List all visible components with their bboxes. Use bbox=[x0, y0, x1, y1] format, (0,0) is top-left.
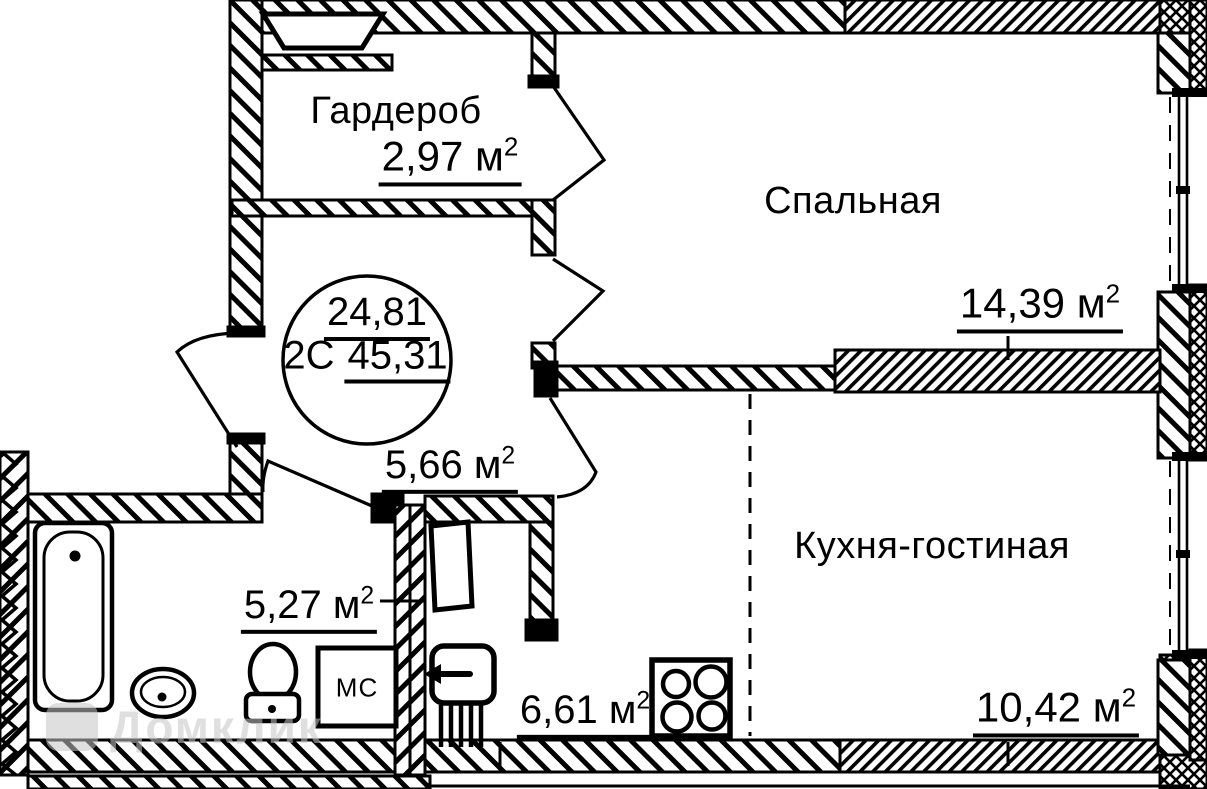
bedroom-kitchen-wall-thick bbox=[833, 348, 1162, 394]
bottom-wall-bath bbox=[26, 738, 422, 774]
pier-inner-mid bbox=[1156, 290, 1192, 460]
entry-cap-bottom bbox=[226, 432, 266, 445]
toilet-button bbox=[268, 705, 276, 713]
radiator-icon bbox=[438, 705, 484, 747]
stove-burners-icon bbox=[660, 668, 692, 700]
stamp-circle bbox=[281, 274, 453, 446]
sink-basin bbox=[139, 675, 187, 709]
window-cap bbox=[1172, 88, 1207, 97]
hall-kitchen-door-arc bbox=[548, 397, 598, 499]
window-cap bbox=[1172, 452, 1207, 461]
window-mullion bbox=[1176, 550, 1190, 558]
stamp-living-area: 24,81 bbox=[323, 290, 431, 341]
kitchen-fixtures bbox=[424, 643, 733, 747]
bathroom-area-label: 5,27 м2 bbox=[240, 583, 378, 635]
bedroom-kitchen-wall-thin bbox=[555, 364, 837, 392]
wall-break-line bbox=[0, 450, 19, 777]
washing-machine-label: МС bbox=[335, 672, 379, 703]
bottom-wall-kitchen bbox=[418, 738, 842, 774]
bathroom-fixtures bbox=[32, 520, 399, 729]
bedroom-divider-mid bbox=[530, 198, 557, 257]
bottom-wall-living bbox=[838, 738, 1162, 774]
stamp-total-value: 45,31 bbox=[344, 335, 451, 384]
vent-trapezoid bbox=[258, 11, 388, 51]
washing-machine-icon bbox=[315, 645, 399, 729]
pier-outer-bottom bbox=[1188, 648, 1207, 762]
bedroom-window bbox=[1169, 88, 1207, 293]
right-wall bbox=[1156, 0, 1207, 762]
alcove-wall-cap bbox=[524, 618, 559, 642]
bathroom-top-wall bbox=[26, 492, 264, 524]
bottom-edge-band bbox=[26, 774, 432, 789]
left-exterior-wall bbox=[0, 450, 30, 777]
wall-end-cap bbox=[533, 360, 559, 398]
stamp-type-label: 2С bbox=[283, 333, 335, 378]
pier-inner-bottom bbox=[1156, 658, 1192, 757]
bedroom-area-label: 14,39 м2 bbox=[956, 279, 1124, 334]
kitchen-alcove-wall-v bbox=[528, 520, 555, 624]
living-window bbox=[1169, 452, 1207, 659]
dimension-ticks bbox=[380, 336, 1010, 766]
stove-burner bbox=[660, 700, 694, 734]
hallway-area-label: 5,66 м2 bbox=[381, 443, 519, 495]
entry-jamb-wall bbox=[228, 438, 264, 502]
divider-cap bbox=[527, 74, 560, 89]
bedroom-name-label: Спальная bbox=[764, 180, 942, 223]
wardrobe-door-arc bbox=[551, 85, 607, 202]
wardrobe-name-label: Гардероб bbox=[310, 90, 482, 133]
vent-strip bbox=[260, 53, 394, 72]
sink-drain bbox=[157, 692, 167, 702]
bathroom-door-arc bbox=[261, 458, 373, 508]
entry-door-arc bbox=[174, 331, 239, 448]
kitchen-area-label: 6,61 м2 bbox=[516, 688, 654, 740]
bath-kitchen-divider-a bbox=[393, 503, 412, 777]
window-mullion bbox=[1176, 186, 1190, 194]
pier-inner-top bbox=[1156, 31, 1192, 95]
wardrobe-bottom-wall bbox=[230, 198, 534, 218]
doors bbox=[174, 85, 607, 613]
interior-walls bbox=[26, 31, 1162, 777]
refrigerator-arrow bbox=[424, 664, 441, 684]
pier-outer-mid bbox=[1188, 283, 1207, 462]
bathtub-drain bbox=[69, 550, 81, 562]
vent-shaft bbox=[258, 11, 394, 72]
kitchen-door-leaf bbox=[428, 519, 475, 613]
bedroom-divider-jamb bbox=[530, 31, 557, 80]
bedroom-door-arc bbox=[551, 257, 606, 343]
pier-outer-top bbox=[1188, 0, 1207, 97]
toilet-icon bbox=[247, 641, 299, 703]
bath-kitchen-divider-b bbox=[408, 503, 427, 777]
left-upper-wall bbox=[228, 0, 264, 334]
kitchen-alcove-wall-h bbox=[423, 494, 555, 524]
stove-burner bbox=[693, 664, 729, 700]
living-area-label: 10,42 м2 bbox=[972, 683, 1140, 738]
top-wall-right bbox=[843, 0, 1162, 35]
wardrobe-area-label: 2,97 м2 bbox=[378, 132, 522, 187]
window-cap bbox=[1172, 650, 1207, 659]
stove-burner bbox=[696, 700, 728, 732]
bathtub-inner bbox=[42, 530, 105, 703]
living-name-label: Кухня-гостиная bbox=[794, 525, 1070, 568]
stamp-total-area: 2С 45,31 bbox=[283, 333, 451, 384]
window-cap bbox=[1172, 284, 1207, 293]
entry-cap-top bbox=[226, 325, 266, 338]
